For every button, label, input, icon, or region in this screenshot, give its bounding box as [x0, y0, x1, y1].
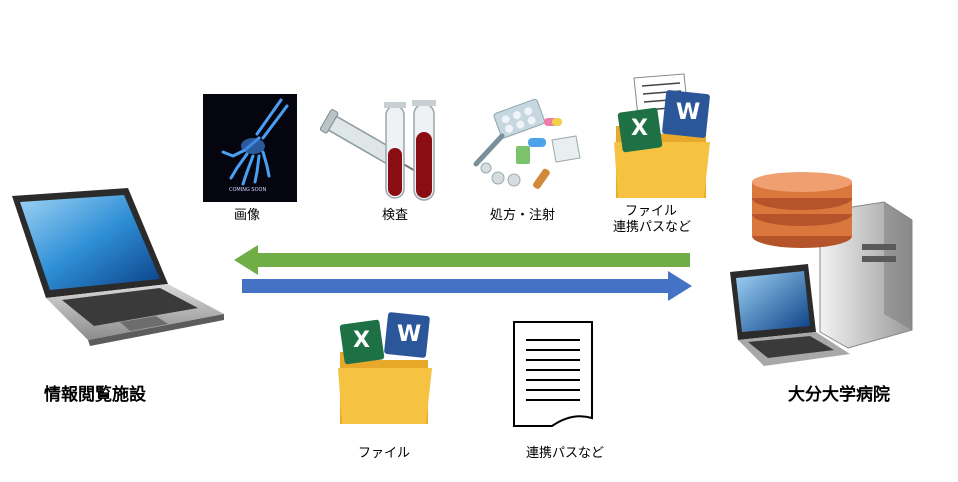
- document-icon: [512, 320, 594, 428]
- top-item-label-files-line2: 連携パスなど: [613, 220, 692, 235]
- office-files-folder-icon: X W: [612, 72, 722, 200]
- medicine-pills-icon: [472, 98, 590, 198]
- green-arrow-to-facility: [234, 245, 690, 275]
- top-item-label-prescription: 処方・注射: [490, 208, 556, 223]
- office-files-folder-icon: X W: [336, 302, 436, 426]
- bottom-item-label-files: ファイル: [358, 446, 411, 461]
- blue-arrow-to-hospital: [242, 271, 692, 301]
- bottom-item-label-pathways: 連携パスなど: [526, 446, 605, 461]
- xray-image-icon: COMING SOON: [203, 94, 297, 202]
- top-item-label-files-line1: ファイル: [625, 204, 678, 219]
- excel-badge: X: [631, 116, 648, 141]
- word-badge: W: [676, 100, 701, 125]
- hospital-label: 大分大学病院: [788, 385, 890, 405]
- xray-caption: COMING SOON: [229, 187, 267, 193]
- excel-badge: X: [353, 328, 370, 353]
- facility-label: 情報閲覧施設: [44, 385, 146, 405]
- top-item-label-image: 画像: [234, 208, 261, 223]
- top-item-label-test: 検査: [382, 208, 409, 223]
- word-badge: W: [397, 322, 422, 347]
- hospital-server-icon: [724, 172, 924, 372]
- blood-test-tubes-icon: [318, 96, 450, 204]
- laptop-icon: [8, 186, 226, 346]
